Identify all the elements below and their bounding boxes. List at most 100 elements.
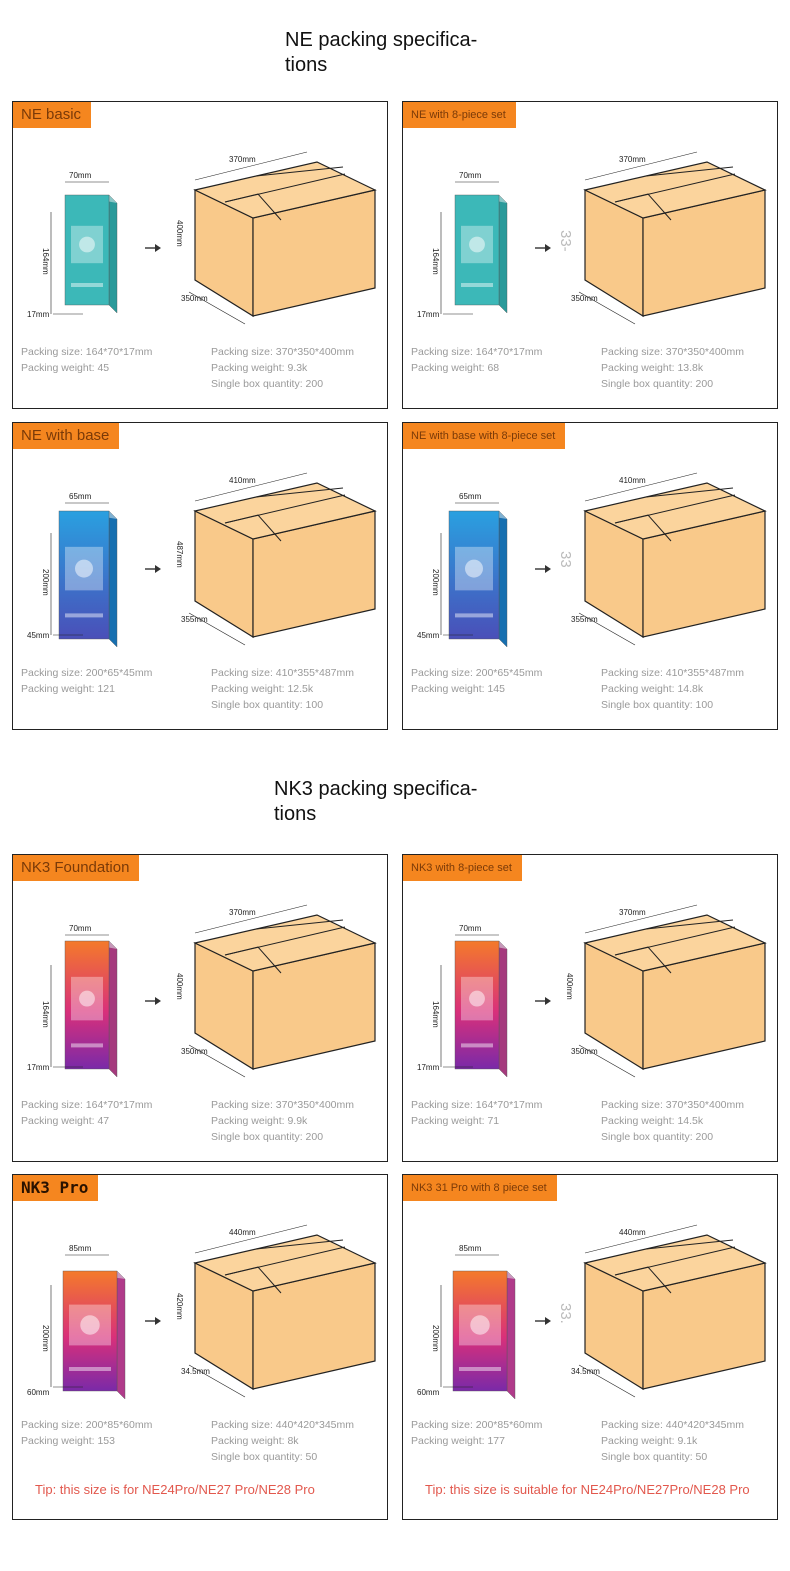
left-specs: Packing size: 200*85*60mm Packing weight… bbox=[411, 1417, 542, 1449]
right-specs: Packing size: 410*355*487mm Packing weig… bbox=[211, 665, 354, 713]
section-title-nk3-line1: NK3 packing specifica- bbox=[274, 778, 478, 800]
box-depth-line bbox=[578, 291, 636, 325]
box-width-line bbox=[584, 472, 698, 502]
box-depth-line bbox=[578, 1364, 636, 1398]
pkg-width-label: 65mm bbox=[69, 492, 92, 501]
spec-card-tag: NK3 31 Pro with 8 piece set bbox=[403, 1175, 557, 1201]
package-illustration bbox=[454, 940, 508, 1078]
package-size-text: Packing size: 164*70*17mm bbox=[21, 346, 153, 358]
pkg-width-label: 70mm bbox=[459, 924, 482, 933]
box-depth-label: 355mm bbox=[181, 615, 208, 624]
box-side-mark: 33 bbox=[557, 551, 574, 568]
box-width-label: 410mm bbox=[619, 476, 646, 485]
box-depth-line bbox=[188, 291, 246, 325]
package-size-text: Packing size: 200*85*60mm bbox=[411, 1419, 543, 1431]
box-width-label: 440mm bbox=[229, 1228, 256, 1237]
spec-card-tag: NE basic bbox=[13, 102, 92, 128]
box-weight-text: Packing weight: 12.5k bbox=[211, 683, 314, 695]
size-tip-text: Tip: this size is suitable for NE24Pro/N… bbox=[425, 1482, 750, 1497]
spec-card: 70mm 164mm 17mm 370mm 400mm 350mm NK3 Fo… bbox=[12, 854, 388, 1162]
section-title-ne-line1: NE packing specifica- bbox=[285, 29, 478, 51]
box-width-line bbox=[194, 1224, 308, 1254]
box-depth-line bbox=[188, 1364, 246, 1398]
right-specs: Packing size: 410*355*487mm Packing weig… bbox=[601, 665, 744, 713]
box-height-label: 400mm bbox=[565, 973, 574, 1000]
package-weight-text: Packing weight: 153 bbox=[21, 1435, 115, 1447]
spec-card-tag: NE with base bbox=[13, 423, 120, 449]
box-depth-label: 350mm bbox=[571, 1047, 598, 1056]
box-depth-line bbox=[578, 1044, 636, 1078]
box-height-label: 400mm bbox=[175, 220, 184, 247]
section-title-ne-line2: tions bbox=[285, 54, 328, 76]
package-size-text: Packing size: 200*65*45mm bbox=[21, 667, 153, 679]
carton-box-illustration bbox=[193, 161, 377, 318]
arrow-right-icon bbox=[545, 1317, 551, 1325]
box-depth-label: 350mm bbox=[181, 294, 208, 303]
pkg-height-label: 200mm bbox=[431, 1325, 440, 1352]
size-tip-text: Tip: this size is for NE24Pro/NE27 Pro/N… bbox=[35, 1482, 315, 1497]
pkg-width-label: 85mm bbox=[69, 1244, 92, 1253]
pkg-depth-label: 17mm bbox=[417, 310, 440, 319]
spec-card: 65mm 200mm 45mm 410mm 487mm 355mm NE wit… bbox=[12, 422, 388, 730]
spec-card: 85mm 200mm 60mm 440mm 34.5mm 33. NK3 31 … bbox=[402, 1174, 778, 1520]
box-size-text: Packing size: 370*350*400mm bbox=[601, 346, 745, 358]
spec-card: 85mm 200mm 60mm 440mm 420mm 34.5mm NK3 P… bbox=[12, 1174, 388, 1520]
spec-illustration: 70mm 164mm 17mm 370mm 400mm 350mm bbox=[27, 151, 377, 325]
right-specs: Packing size: 370*350*400mm Packing weig… bbox=[601, 344, 744, 392]
arrow-right-icon bbox=[155, 244, 161, 252]
box-weight-text: Packing weight: 13.8k bbox=[601, 362, 704, 374]
pkg-depth-label: 45mm bbox=[417, 631, 440, 640]
package-weight-text: Packing weight: 68 bbox=[411, 362, 500, 374]
package-weight-text: Packing weight: 145 bbox=[411, 683, 505, 695]
right-specs: Packing size: 370*350*400mm Packing weig… bbox=[601, 1097, 744, 1145]
box-width-label: 370mm bbox=[619, 155, 646, 164]
package-illustration bbox=[452, 1270, 516, 1400]
box-width-label: 410mm bbox=[229, 476, 256, 485]
spec-card: 70mm 164mm 17mm 370mm 400mm 350mm NE bas… bbox=[12, 101, 388, 409]
spec-illustration: 85mm 200mm 60mm 440mm 420mm 34.5mm bbox=[27, 1224, 377, 1400]
box-width-line bbox=[584, 904, 698, 934]
left-specs: Packing size: 164*70*17mm Packing weight… bbox=[21, 1097, 152, 1129]
package-illustration bbox=[64, 194, 118, 314]
box-weight-text: Packing weight: 9.1k bbox=[601, 1435, 698, 1447]
box-height-label: 487mm bbox=[175, 541, 184, 568]
box-width-line bbox=[194, 151, 308, 181]
package-size-text: Packing size: 164*70*17mm bbox=[411, 1099, 543, 1111]
box-quantity-text: Single box quantity: 200 bbox=[211, 1131, 324, 1143]
spec-card-tag: NK3 Foundation bbox=[13, 855, 140, 881]
package-illustration bbox=[58, 510, 118, 648]
arrow-right-icon bbox=[545, 565, 551, 573]
box-width-label: 370mm bbox=[619, 908, 646, 917]
spec-card-tag: NK3 Pro bbox=[13, 1175, 99, 1201]
box-width-label: 370mm bbox=[229, 908, 256, 917]
spec-card-tag: NE with base with 8-piece set bbox=[403, 423, 566, 449]
box-weight-text: Packing weight: 14.5k bbox=[601, 1115, 704, 1127]
right-specs: Packing size: 440*420*345mm Packing weig… bbox=[601, 1417, 744, 1465]
box-size-text: Packing size: 410*355*487mm bbox=[601, 667, 745, 679]
pkg-depth-label: 17mm bbox=[27, 1063, 50, 1072]
box-size-text: Packing size: 440*420*345mm bbox=[601, 1419, 745, 1431]
box-depth-line bbox=[578, 612, 636, 646]
left-specs: Packing size: 164*70*17mm Packing weight… bbox=[21, 344, 152, 376]
spec-card: 70mm 164mm 17mm 370mm 350mm 33- NE with … bbox=[402, 101, 778, 409]
box-quantity-text: Single box quantity: 50 bbox=[601, 1451, 708, 1463]
package-weight-text: Packing weight: 71 bbox=[411, 1115, 500, 1127]
spec-illustration: 70mm 164mm 17mm 370mm 350mm 33- bbox=[417, 151, 767, 325]
box-size-text: Packing size: 370*350*400mm bbox=[211, 1099, 355, 1111]
box-depth-label: 34.5mm bbox=[571, 1367, 600, 1376]
section-title-ne: NE packing specifica- tions bbox=[285, 28, 477, 78]
pkg-height-label: 164mm bbox=[431, 248, 440, 275]
arrow-right-icon bbox=[155, 1317, 161, 1325]
box-width-line bbox=[584, 1224, 698, 1254]
spec-card-tag: NE with 8-piece set bbox=[403, 102, 516, 128]
package-weight-text: Packing weight: 121 bbox=[21, 683, 115, 695]
carton-box-illustration bbox=[583, 1234, 767, 1391]
pkg-depth-label: 45mm bbox=[27, 631, 50, 640]
box-depth-line bbox=[188, 1044, 246, 1078]
left-specs: Packing size: 200*65*45mm Packing weight… bbox=[21, 665, 152, 697]
box-side-mark: 33- bbox=[557, 230, 574, 252]
pkg-width-label: 65mm bbox=[459, 492, 482, 501]
pkg-height-label: 164mm bbox=[41, 248, 50, 275]
package-size-text: Packing size: 200*65*45mm bbox=[411, 667, 543, 679]
spec-illustration: 65mm 200mm 45mm 410mm 355mm 33 bbox=[417, 472, 767, 648]
